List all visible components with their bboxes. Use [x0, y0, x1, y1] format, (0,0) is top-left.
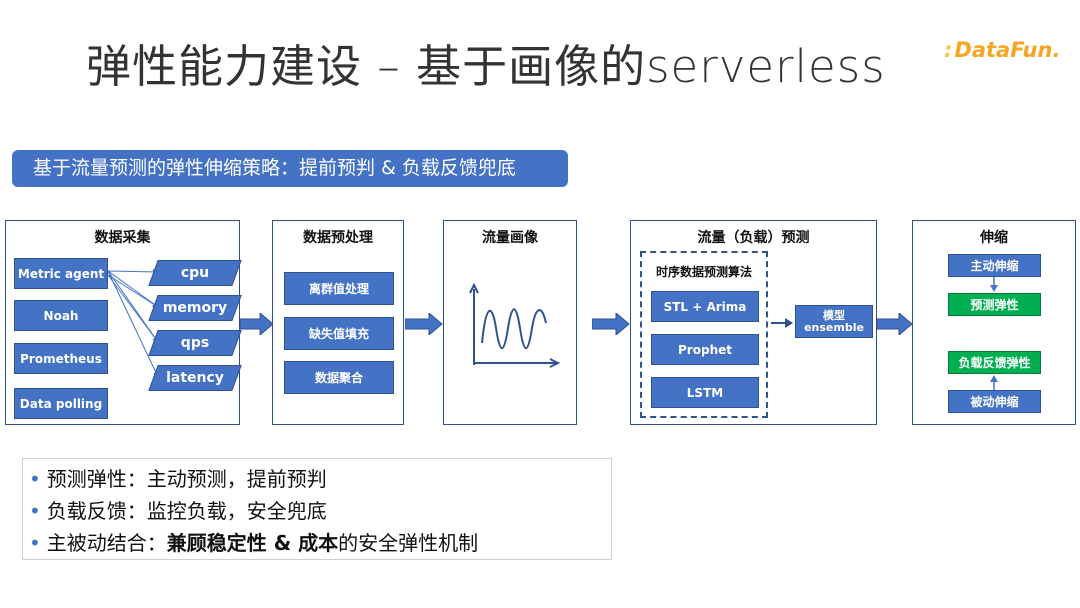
- logo-dots-icon: :: [944, 38, 953, 62]
- stage-preprocessing: 数据预处理 离群值处理 缺失值填充 数据聚合: [272, 220, 404, 425]
- bullet-icon: •: [29, 531, 41, 555]
- algo-prophet: Prophet: [651, 334, 759, 365]
- predict-elastic: 预测弹性: [948, 293, 1041, 316]
- active-down-arrow: [990, 277, 998, 292]
- stage-scaling: 伸缩 主动伸缩 预测弹性 负载反馈弹性 被动伸缩: [912, 220, 1076, 425]
- stage-title: 流量画像: [482, 230, 538, 246]
- algorithm-group-title: 时序数据预测算法: [655, 265, 752, 279]
- feedback-elastic: 负载反馈弹性: [948, 351, 1041, 374]
- step-missing-fill: 缺失值填充: [284, 317, 394, 350]
- datafun-logo: :DataFun.: [944, 38, 1060, 62]
- stage-title: 数据采集: [94, 230, 151, 246]
- metric-cpu: cpu: [148, 260, 242, 286]
- flow-arrow-4: [877, 313, 913, 335]
- wave-chart-icon: [469, 283, 561, 368]
- source-metric-agent: Metric agent: [14, 258, 108, 289]
- stage-title: 流量（负载）预测: [697, 230, 810, 246]
- model-ensemble: 模型 ensemble: [795, 305, 873, 338]
- step-aggregate: 数据聚合: [284, 361, 394, 394]
- summary-item: •预测弹性：主动预测，提前预判: [29, 467, 327, 491]
- algo-lstm: LSTM: [651, 377, 759, 408]
- algo-stl-arima: STL + Arima: [651, 291, 759, 322]
- metric-memory: memory: [148, 295, 242, 321]
- metric-fanout-arrows: [107, 268, 159, 378]
- step-outlier: 离群值处理: [284, 272, 394, 305]
- flow-arrow-1: [240, 313, 274, 335]
- bullet-icon: •: [29, 467, 41, 491]
- ensemble-arrow: [771, 318, 793, 328]
- page-title: 弹性能力建设 – 基于画像的serverless: [86, 40, 886, 93]
- summary-box: •预测弹性：主动预测，提前预判 •负载反馈：监控负载，安全兜底 •主被动结合：兼…: [22, 458, 612, 560]
- stage-title: 数据预处理: [303, 230, 373, 246]
- metric-latency: latency: [148, 365, 242, 391]
- passive-scaling: 被动伸缩: [948, 390, 1041, 413]
- stage-title: 伸缩: [980, 230, 1008, 246]
- stage-traffic-prediction: 流量（负载）预测 时序数据预测算法 STL + Arima Prophet LS…: [630, 220, 877, 425]
- stage-traffic-profile: 流量画像: [443, 220, 577, 425]
- metric-qps: qps: [148, 330, 242, 356]
- logo-text: DataFun.: [954, 38, 1061, 62]
- strategy-banner: 基于流量预测的弹性伸缩策略：提前预判 & 负载反馈兜底: [12, 150, 568, 187]
- bullet-icon: •: [29, 499, 41, 523]
- source-noah: Noah: [14, 300, 108, 331]
- active-scaling: 主动伸缩: [948, 254, 1041, 277]
- passive-up-arrow: [990, 375, 998, 390]
- summary-item: •主被动结合：兼顾稳定性 & 成本的安全弹性机制: [29, 531, 479, 555]
- source-data-polling: Data polling: [14, 388, 108, 419]
- source-prometheus: Prometheus: [14, 343, 108, 374]
- flow-arrow-2: [405, 313, 443, 335]
- flow-arrow-3: [592, 313, 630, 335]
- algorithm-group: 时序数据预测算法 STL + Arima Prophet LSTM: [640, 251, 768, 418]
- stage-data-collection: 数据采集 Metric agent Noah Prometheus Data p…: [5, 220, 242, 425]
- summary-item: •负载反馈：监控负载，安全兜底: [29, 499, 327, 523]
